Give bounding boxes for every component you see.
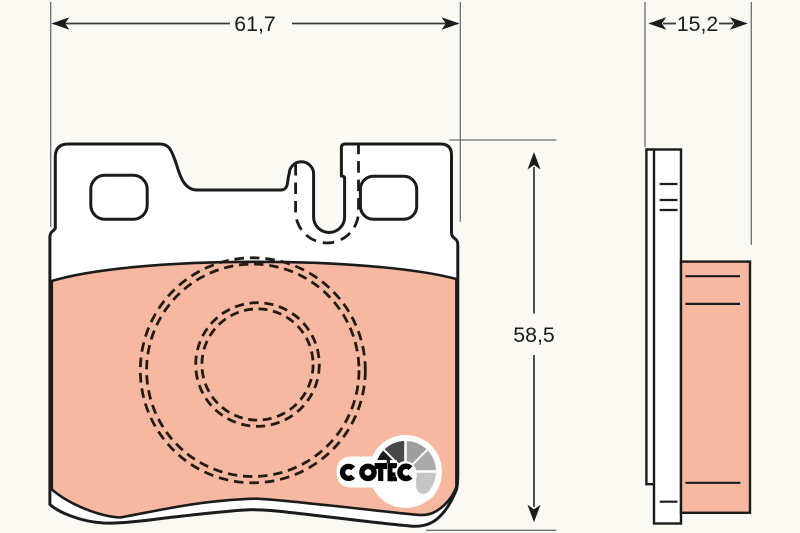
svg-text:61,7: 61,7 [234, 12, 275, 36]
svg-text:15,2: 15,2 [677, 12, 718, 36]
svg-text:58,5: 58,5 [513, 323, 554, 347]
